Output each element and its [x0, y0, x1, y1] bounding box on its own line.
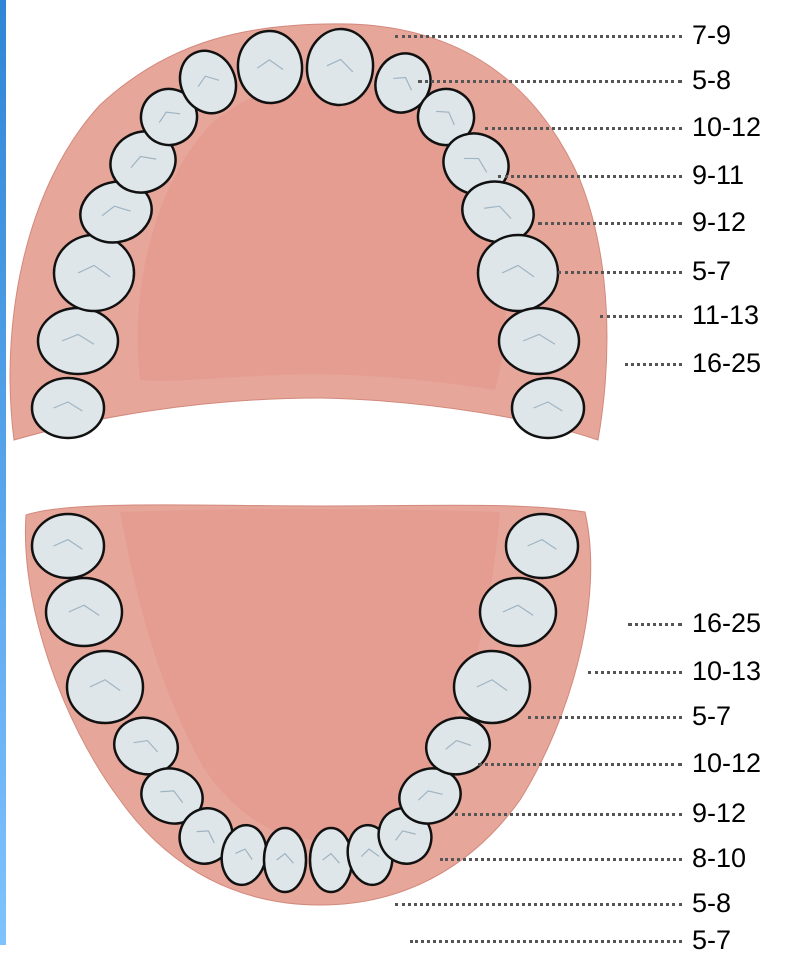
upper-leader-line: [418, 80, 682, 83]
lower-leader-line: [395, 903, 682, 906]
upper-eruption-label: 9-11: [692, 162, 744, 189]
upper-eruption-label: 16-25: [692, 350, 761, 377]
lower-tooth: [264, 828, 306, 892]
upper-eruption-label: 9-12: [692, 209, 746, 236]
lower-tooth: [506, 514, 578, 578]
upper-tooth: [512, 378, 584, 438]
upper-leader-line: [625, 363, 682, 366]
lower-eruption-label: 10-13: [692, 658, 761, 685]
lower-tooth: [454, 651, 530, 723]
upper-leader-line: [558, 271, 682, 274]
upper-leader-line: [538, 222, 682, 225]
lower-leader-line: [440, 858, 682, 861]
lower-leader-line: [410, 940, 682, 943]
upper-tooth: [32, 378, 104, 438]
upper-tooth: [38, 308, 118, 374]
upper-eruption-label: 5-8: [692, 67, 731, 94]
lower-eruption-label: 5-7: [692, 927, 731, 954]
lower-eruption-label: 10-12: [692, 750, 761, 777]
lower-tooth: [32, 514, 104, 578]
upper-leader-line: [395, 35, 682, 38]
lower-leader-line: [455, 813, 682, 816]
upper-tooth: [478, 235, 558, 311]
lower-tooth: [67, 651, 143, 723]
upper-leader-line: [485, 127, 682, 130]
upper-eruption-label: 10-12: [692, 114, 761, 141]
lower-leader-line: [478, 763, 682, 766]
lower-eruption-label: 5-8: [692, 890, 731, 917]
upper-leader-line: [498, 175, 682, 178]
upper-eruption-label: 11-13: [692, 302, 759, 329]
upper-eruption-label: 7-9: [692, 22, 731, 49]
lower-tooth: [46, 578, 122, 646]
upper-eruption-label: 5-7: [692, 258, 731, 285]
upper-tooth: [499, 308, 579, 374]
lower-tooth: [310, 828, 352, 892]
lower-eruption-label: 5-7: [692, 703, 731, 730]
lower-tooth: [480, 578, 556, 646]
upper-leader-line: [600, 315, 682, 318]
upper-tooth: [54, 235, 134, 311]
lower-leader-line: [588, 671, 682, 674]
lower-eruption-label: 8-10: [692, 845, 746, 872]
lower-eruption-label: 16-25: [692, 610, 761, 637]
lower-leader-line: [628, 623, 682, 626]
lower-leader-line: [528, 716, 682, 719]
lower-eruption-label: 9-12: [692, 800, 746, 827]
